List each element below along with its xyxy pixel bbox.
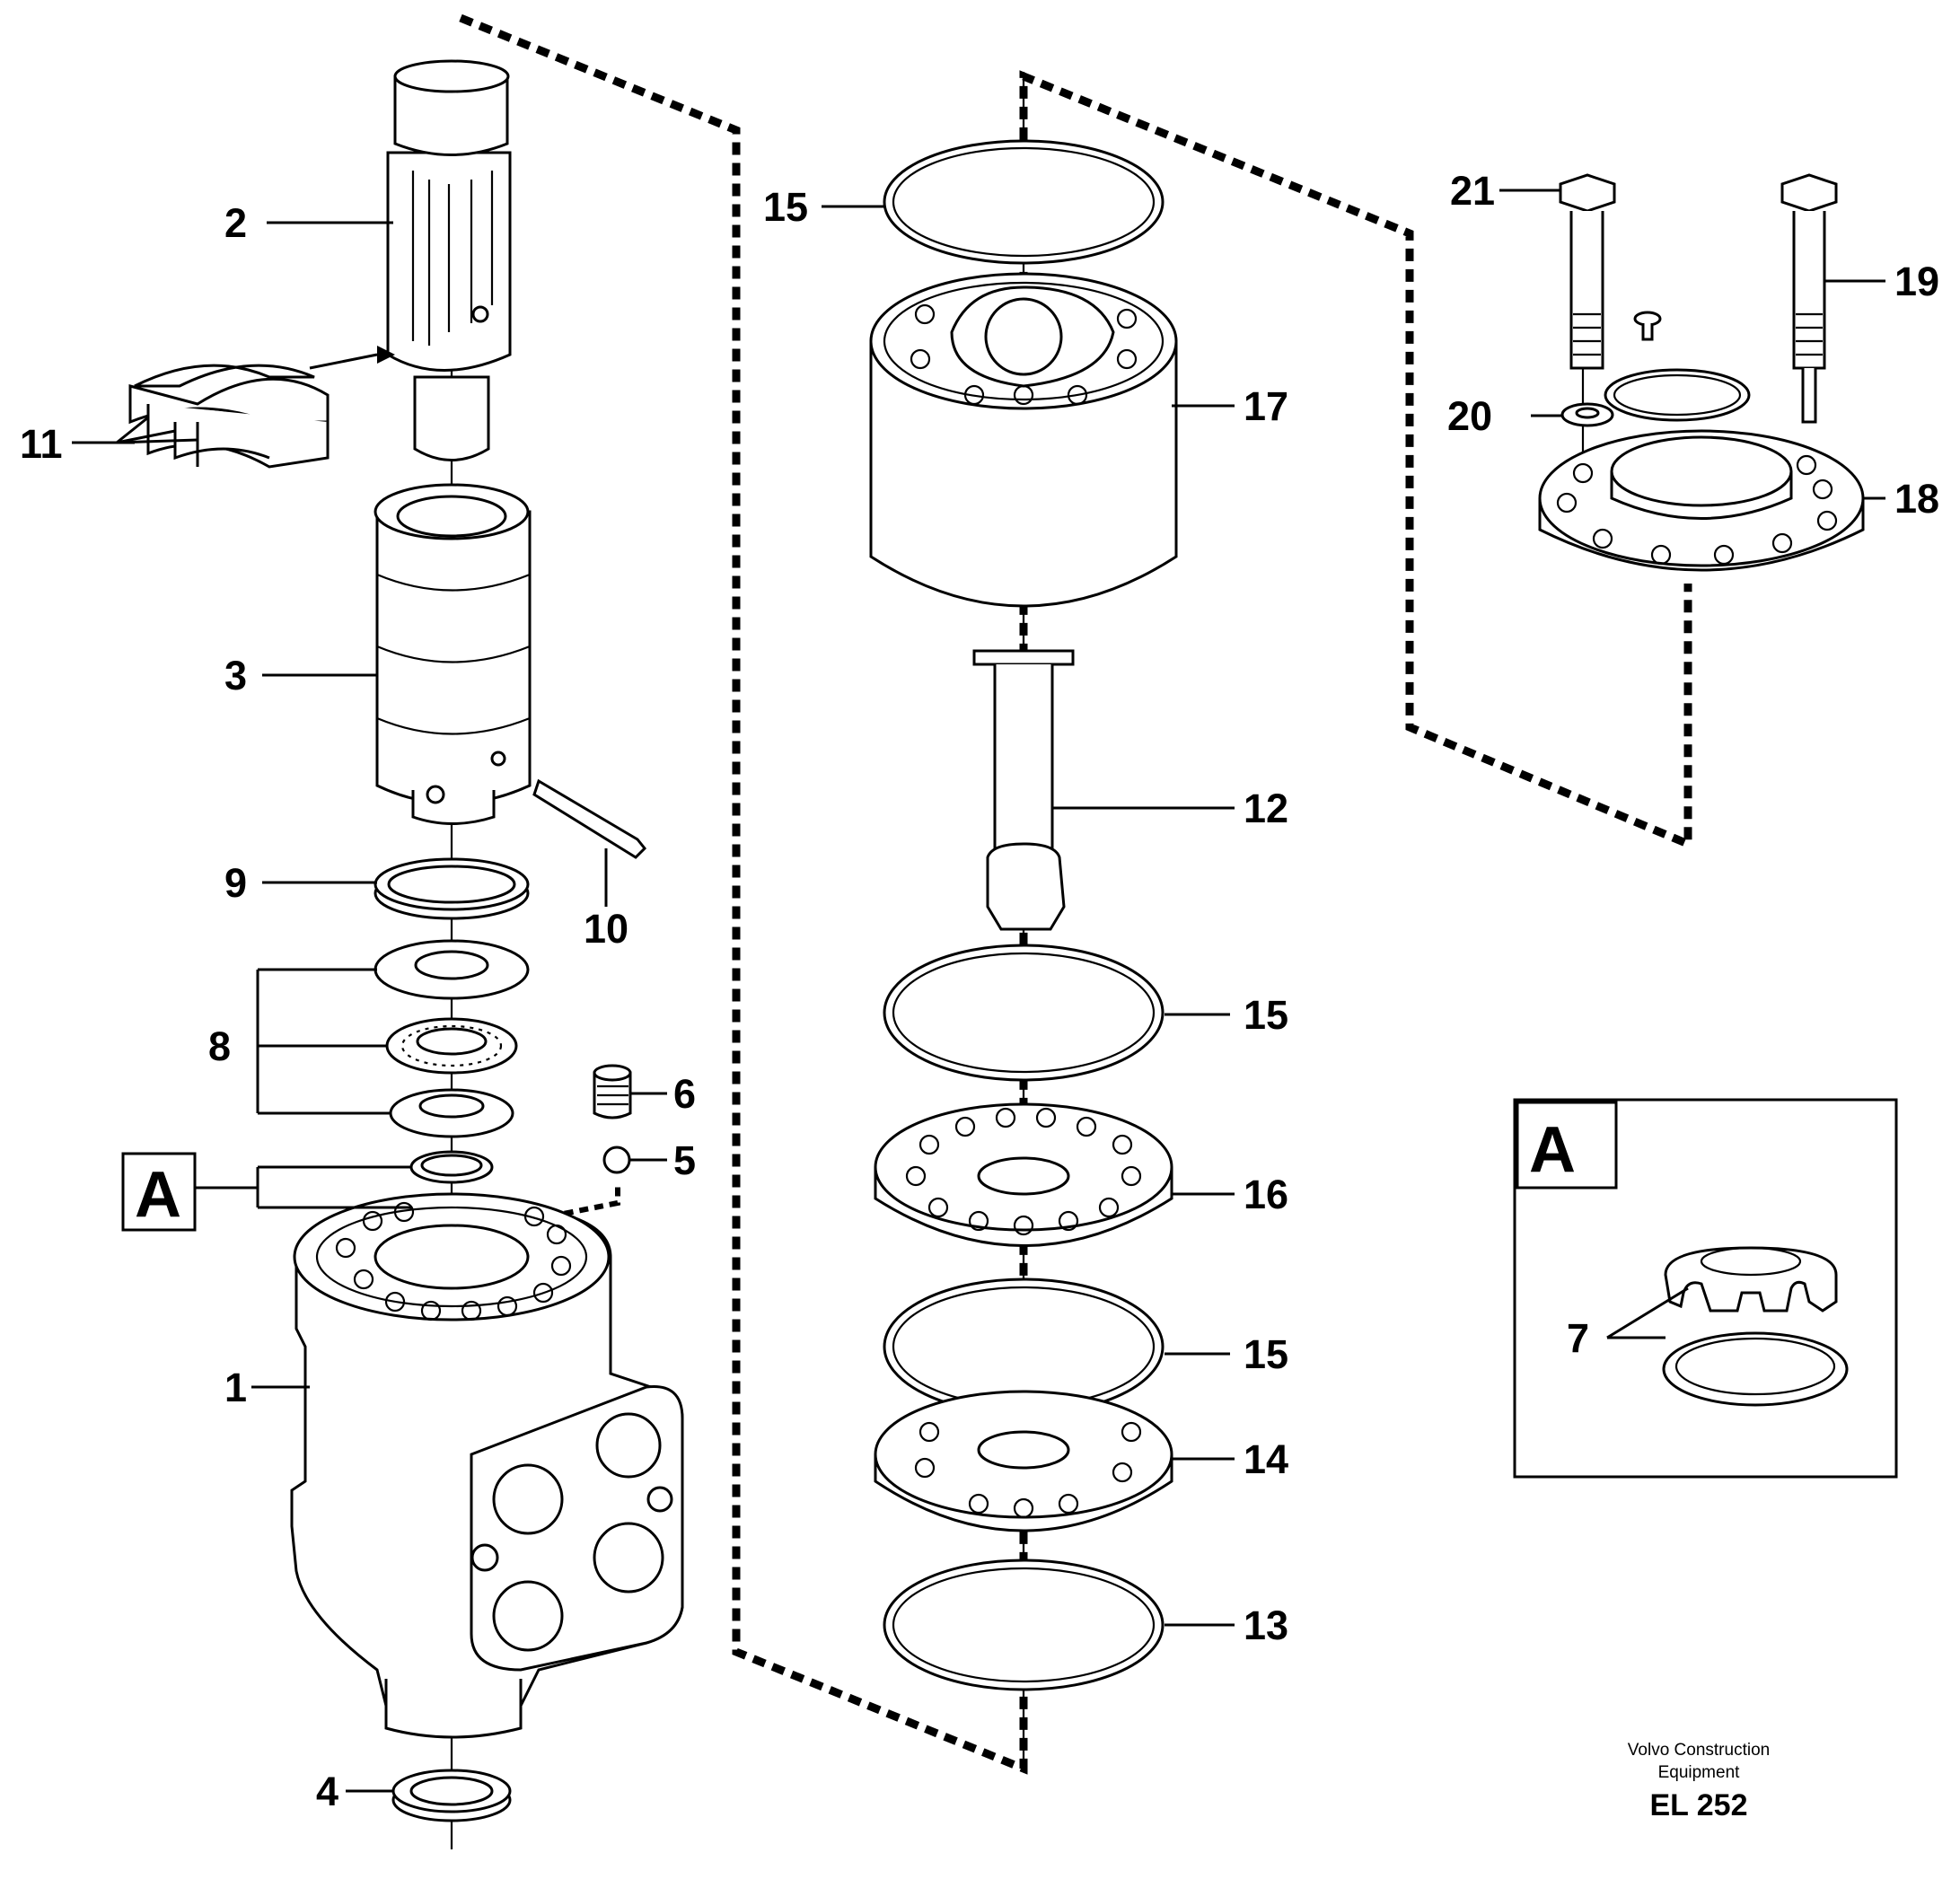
callout-11: 11 [20, 421, 63, 467]
part-13-oring-bottom [883, 1559, 1165, 1691]
callout-15-lower: 15 [1244, 1331, 1288, 1377]
part-16-plate [874, 1102, 1173, 1247]
part-5-ball [602, 1146, 631, 1174]
callout-9: 9 [224, 860, 247, 906]
housing-bolt-holes [335, 1201, 572, 1321]
footer: Volvo Construction Equipment EL 252 [1628, 1741, 1770, 1822]
leader-lines [72, 189, 1885, 1793]
part-17-gear-set [869, 272, 1178, 608]
part-1-housing [290, 1192, 684, 1739]
detail-box-a [1513, 1098, 1898, 1479]
part-8-bearing-set [374, 939, 530, 1138]
callout-12: 12 [1244, 786, 1288, 831]
part-11-springs [128, 346, 395, 469]
callout-7: 7 [1567, 1315, 1589, 1361]
part-15-oring-middle [883, 944, 1165, 1082]
part-14-plate [874, 1390, 1173, 1532]
callout-17: 17 [1244, 383, 1288, 429]
callout-13: 13 [1244, 1602, 1288, 1648]
callout-3: 3 [224, 653, 247, 698]
callout-1: 1 [224, 1365, 247, 1410]
part-20-washer [1560, 402, 1614, 427]
part-9-ring [374, 857, 530, 920]
marker-a-label: A [135, 1159, 181, 1231]
callout-10: 10 [584, 906, 628, 952]
callout-6: 6 [673, 1071, 696, 1117]
part-3-sleeve [374, 483, 532, 825]
callout-18: 18 [1894, 476, 1939, 522]
callout-21: 21 [1450, 168, 1495, 214]
part-10-pin [532, 778, 647, 859]
part-18-flange [1538, 429, 1865, 572]
callout-4: 4 [316, 1769, 338, 1814]
company-name-line1: Volvo Construction [1628, 1741, 1770, 1760]
detail-a-title: A [1529, 1114, 1576, 1186]
part-6-plug [593, 1064, 632, 1119]
callout-labels: 2 11 3 9 10 8 6 5 A 1 4 15 17 12 15 16 1… [20, 168, 1939, 1814]
drawing-code: EL 252 [1649, 1788, 1747, 1822]
part-4-seal [391, 1769, 512, 1822]
marker-a-box [121, 1152, 197, 1232]
part-19-bolt [1780, 173, 1838, 424]
part-2-spool [386, 59, 512, 461]
part-screw [1633, 311, 1662, 341]
callout-20: 20 [1447, 393, 1492, 439]
callout-16: 16 [1244, 1172, 1288, 1217]
callout-5: 5 [673, 1137, 696, 1183]
part-cover-plate [1604, 368, 1751, 422]
callout-8: 8 [208, 1023, 231, 1069]
company-name-line2: Equipment [1658, 1763, 1741, 1782]
part-12-cardan-shaft [972, 649, 1075, 931]
callout-2: 2 [224, 200, 247, 246]
callout-14: 14 [1244, 1436, 1288, 1482]
part-15-oring-top [883, 139, 1165, 265]
callout-15-top: 15 [763, 184, 808, 230]
callout-19: 19 [1894, 259, 1939, 304]
callout-15-middle: 15 [1244, 992, 1288, 1038]
part-21-bolt [1559, 173, 1616, 370]
